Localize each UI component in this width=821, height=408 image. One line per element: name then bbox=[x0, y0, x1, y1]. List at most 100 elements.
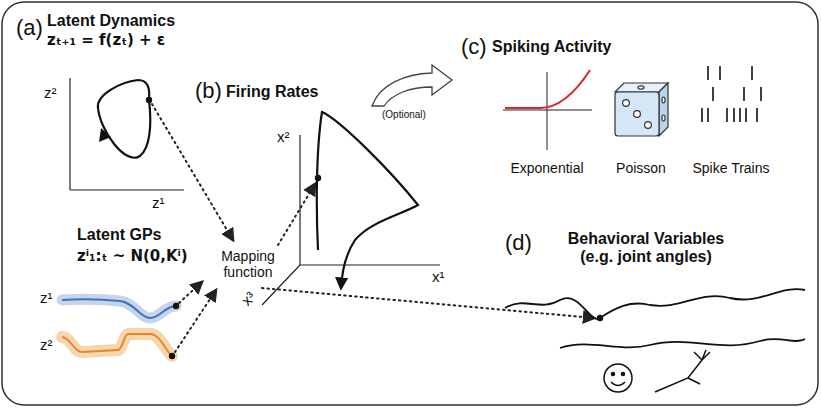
icon-caption-text: Poisson bbox=[616, 160, 666, 176]
behavior-traces-part bbox=[505, 289, 805, 319]
axis-label-text: z² bbox=[44, 84, 57, 101]
icon-caption: Spike Trains bbox=[692, 160, 769, 176]
spike-trains-part bbox=[760, 87, 762, 101]
panel-title: Latent Dynamics bbox=[47, 12, 175, 30]
dice-icon-part bbox=[638, 86, 644, 89]
panel-letter: (b) bbox=[195, 78, 222, 103]
equation-text: zₜ₊₁ = f(zₜ) + ε bbox=[47, 31, 165, 49]
mapping-label: Mapping function bbox=[206, 248, 290, 280]
dotted-leader-part bbox=[179, 282, 202, 303]
icon-caption: Poisson bbox=[616, 160, 666, 176]
panel-title-text: Behavioral Variables (e.g. joint angles) bbox=[568, 230, 725, 265]
spike-trains-part bbox=[707, 66, 709, 80]
firing-rate-plot-part bbox=[300, 264, 440, 265]
dotted-leader bbox=[152, 104, 594, 352]
icon-caption: Exponential bbox=[510, 160, 583, 176]
equation: zₜ₊₁ = f(zₜ) + ε bbox=[47, 32, 165, 49]
spike-trains-part bbox=[726, 108, 728, 122]
spike-trains-part bbox=[707, 108, 709, 122]
firing-rate-plot-part bbox=[315, 175, 321, 181]
mapping-label-text: Mapping function bbox=[221, 248, 275, 280]
behavior-traces-part bbox=[560, 339, 805, 348]
panel-title-text: Latent Dynamics bbox=[47, 12, 175, 29]
spike-trains-part bbox=[756, 108, 758, 122]
icon-caption-text: Spike Trains bbox=[692, 160, 769, 176]
exponential-plot-part bbox=[547, 72, 548, 150]
trace-label: z² bbox=[40, 336, 53, 353]
dice-icon-part bbox=[615, 92, 659, 136]
gp-traces-part bbox=[173, 303, 179, 309]
panel-title: Behavioral Variables (e.g. joint angles) bbox=[551, 230, 741, 267]
stick-figure-part bbox=[694, 350, 710, 360]
trace-label-text: z² bbox=[40, 336, 53, 353]
gp-traces-part bbox=[62, 299, 176, 318]
axis-label-text: x² bbox=[277, 128, 290, 145]
panel-letter: (a) bbox=[16, 15, 43, 40]
trace-dot bbox=[597, 315, 603, 321]
stick-figure-part bbox=[688, 378, 700, 384]
spike-trains-part bbox=[739, 108, 741, 122]
gp-traces-part bbox=[169, 353, 175, 359]
equation: zⁱ₁:ₜ ~ N(0,Kⁱ) bbox=[77, 248, 188, 265]
gp-traces-part bbox=[62, 334, 172, 356]
firing-rate-plot bbox=[262, 112, 440, 305]
panel-letter-text: (c) bbox=[461, 34, 487, 59]
dice-icon-part bbox=[662, 115, 665, 121]
panel-letter: (d) bbox=[505, 230, 532, 255]
dice-icon-part bbox=[645, 122, 652, 129]
trace-label: z¹ bbox=[40, 289, 53, 306]
smiley-icon bbox=[604, 364, 632, 392]
dice-icon bbox=[615, 83, 668, 136]
phase-plot-part bbox=[69, 78, 70, 190]
phase-plot-part bbox=[99, 128, 111, 142]
panel-title-text: Spiking Activity bbox=[492, 38, 611, 55]
axis-label: x³ bbox=[238, 288, 259, 309]
gp-traces-part bbox=[62, 334, 172, 356]
optional-arrow bbox=[372, 65, 452, 106]
axis-label: x² bbox=[277, 128, 290, 145]
phase-plot bbox=[70, 78, 184, 190]
smiley-icon-part bbox=[622, 373, 625, 376]
dotted-leader-part bbox=[175, 290, 216, 352]
panel-letter-text: (a) bbox=[16, 15, 43, 40]
dotted-leader-part bbox=[278, 184, 315, 245]
stick-figure bbox=[655, 350, 710, 392]
axis-label-text: z¹ bbox=[152, 194, 165, 211]
smiley-icon-part bbox=[611, 382, 625, 386]
spike-trains-part bbox=[745, 108, 747, 122]
firing-rate-plot-part bbox=[299, 135, 300, 265]
phase-plot-part bbox=[146, 97, 152, 103]
panel-title-text: Latent GPs bbox=[77, 226, 161, 243]
spike-trains-part bbox=[712, 87, 714, 101]
dice-icon-part bbox=[623, 100, 630, 107]
panel-title: Firing Rates bbox=[226, 83, 318, 101]
dice-icon-part bbox=[634, 111, 641, 118]
stick-figure-part bbox=[655, 360, 702, 392]
behavior-traces bbox=[505, 289, 805, 348]
icon-caption-text: Exponential bbox=[510, 160, 583, 176]
spike-trains-part bbox=[719, 66, 721, 80]
dice-icon-part bbox=[659, 83, 668, 136]
gp-traces-part bbox=[62, 299, 176, 318]
panel-title: Spiking Activity bbox=[492, 38, 611, 56]
trace-label-text: z¹ bbox=[40, 289, 53, 306]
spike-trains bbox=[702, 66, 761, 122]
panel-letter: (c) bbox=[461, 34, 487, 59]
gp-traces bbox=[62, 299, 179, 359]
phase-plot-part bbox=[70, 189, 184, 190]
firing-rate-plot-part bbox=[317, 112, 418, 288]
dotted-leader-part bbox=[262, 288, 594, 318]
exponential-plot-part bbox=[505, 70, 590, 108]
axis-label: x¹ bbox=[432, 268, 445, 285]
axis-label-text: x³ bbox=[238, 288, 259, 309]
exponential-plot bbox=[503, 70, 592, 150]
panel-letter-text: (d) bbox=[505, 230, 532, 255]
smiley-icon-part bbox=[612, 373, 615, 376]
spike-trains-part bbox=[733, 108, 735, 122]
panel-title-text: Firing Rates bbox=[226, 83, 318, 100]
annotation: (Optional) bbox=[382, 109, 426, 121]
spike-trains-part bbox=[701, 108, 703, 122]
dotted-leader-part bbox=[152, 104, 233, 240]
